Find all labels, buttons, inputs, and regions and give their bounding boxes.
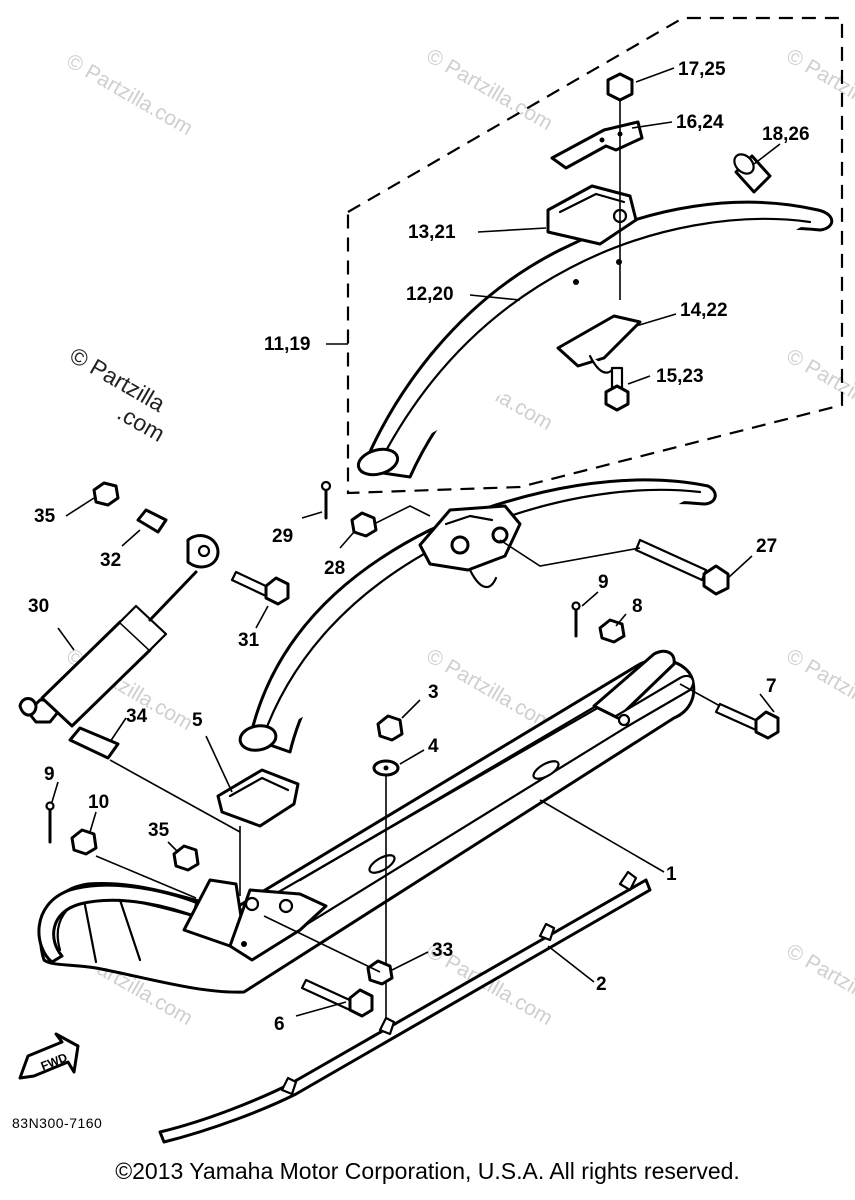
spring-bracket [550, 120, 644, 170]
callout-33: 33 [432, 940, 453, 961]
leaf-spring-set-outline [346, 16, 844, 495]
callout-9-rear: 9 [598, 572, 609, 593]
cotter-pin-9-rear [571, 601, 581, 638]
callout-1: 1 [666, 864, 677, 885]
watermark-dark: © Partzilla .com [66, 342, 170, 447]
wear-bar [158, 870, 652, 1144]
shock-absorber [18, 534, 220, 728]
spindle-clamp [418, 504, 522, 588]
callout-16-24: 16,24 [676, 112, 724, 133]
cotter-pin-9-front [45, 801, 55, 844]
bolt-6 [300, 978, 374, 1018]
spring-plate [556, 314, 642, 374]
watermark: © Partzilla.com [783, 644, 855, 735]
ski-rear-bracket [592, 649, 695, 728]
watermark: © Partzilla.com [423, 644, 557, 735]
spring-bushing [733, 153, 772, 194]
bolt-7 [679, 683, 780, 740]
watermark: © Partzilla.com [783, 344, 855, 435]
washer-4 [372, 759, 400, 1020]
watermark-dark-line1: © Partzilla [66, 342, 170, 417]
callout-28: 28 [324, 558, 345, 579]
watermark: © Partzilla.com [783, 44, 855, 135]
callout-13-21: 13,21 [408, 222, 456, 243]
nut-3 [376, 714, 404, 742]
callout-30: 30 [28, 596, 49, 617]
nut-28 [350, 505, 431, 538]
callout-35-lower: 35 [148, 820, 170, 841]
watermark: © Partzilla.com [783, 939, 855, 1030]
cotter-pin-29 [320, 480, 332, 520]
callout-3: 3 [428, 682, 439, 703]
leader-lines [51, 67, 781, 1017]
spring-bolt [604, 366, 630, 412]
copyright-notice: ©2013 Yamaha Motor Corporation, U.S.A. A… [115, 1158, 740, 1184]
callout-29: 29 [272, 526, 293, 547]
bolt-27 [499, 538, 730, 596]
ski-front-bracket [182, 878, 328, 962]
nut-35-lower [172, 844, 200, 872]
callout-9-front: 9 [44, 764, 55, 785]
callout-4: 4 [428, 736, 439, 757]
spring-clamp-top [546, 184, 638, 246]
callout-15-23: 15,23 [656, 366, 704, 387]
watermark: © Partzilla.com [423, 44, 557, 135]
bolt-31 [230, 570, 290, 606]
callout-11-19: 11,19 [264, 334, 311, 355]
bushing-32 [136, 508, 168, 534]
callout-10: 10 [88, 792, 109, 813]
callout-34: 34 [126, 706, 148, 727]
callouts: 17,25 16,24 18,26 13,21 12,20 14,22 15,2… [28, 59, 810, 1035]
callout-14-22: 14,22 [680, 300, 728, 321]
callout-2: 2 [596, 974, 607, 995]
callout-18-26: 18,26 [762, 124, 810, 145]
fwd-arrow: FWD [18, 1032, 80, 1080]
diagram-code: 83N300-7160 [12, 1115, 102, 1131]
callout-31: 31 [238, 630, 260, 651]
nut-top [606, 72, 634, 300]
callout-35-top: 35 [34, 506, 56, 527]
ski-pad [216, 768, 300, 896]
callout-12-20: 12,20 [406, 284, 454, 305]
callout-7: 7 [766, 676, 777, 697]
nut-35-top [92, 481, 120, 507]
nut-33 [263, 915, 394, 986]
bushing-34 [68, 726, 241, 833]
callout-8: 8 [632, 596, 643, 617]
callout-32: 32 [100, 550, 121, 571]
nut-8 [598, 618, 626, 644]
watermark: © Partzilla.com [63, 49, 197, 140]
nut-10 [70, 828, 197, 899]
callout-6: 6 [274, 1014, 285, 1035]
parts-diagram: © Partzilla.com © Partzilla.com © Partzi… [12, 16, 855, 1144]
callout-5: 5 [192, 710, 203, 731]
callout-17-25: 17,25 [678, 59, 726, 80]
callout-27: 27 [756, 536, 777, 557]
